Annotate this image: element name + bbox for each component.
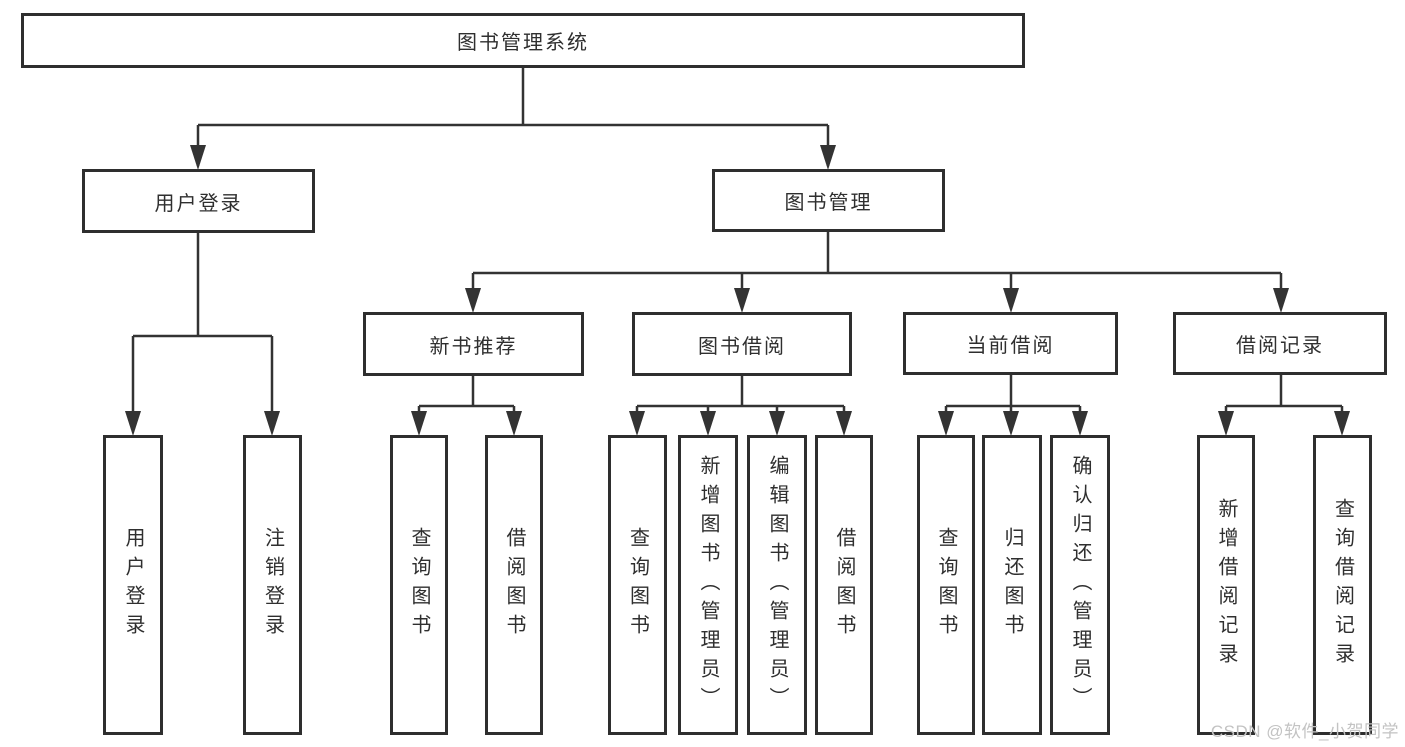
node-book-management-label: 图书管理: [784, 192, 873, 214]
leaf-query-borrow-record: 查询借阅记录: [1313, 435, 1372, 735]
node-book-management: 图书管理: [712, 169, 945, 232]
tree-edges: [131, 68, 1344, 431]
leaf-query-books-2-label: 查询图书: [626, 527, 649, 643]
node-new-book-recommend: 新书推荐: [363, 312, 584, 376]
node-current-borrowing-label: 当前借阅: [966, 335, 1055, 357]
leaf-logout-label: 注销登录: [261, 527, 284, 643]
leaf-add-books-admin: 新增图书（管理员）: [678, 435, 738, 735]
node-book-borrowing: 图书借阅: [632, 312, 852, 376]
node-current-borrowing: 当前借阅: [903, 312, 1118, 375]
leaf-edit-books-admin: 编辑图书（管理员）: [747, 435, 807, 735]
leaf-add-borrow-record: 新增借阅记录: [1197, 435, 1255, 735]
leaf-query-borrow-record-label: 查询借阅记录: [1331, 498, 1354, 672]
leaf-add-borrow-record-label: 新增借阅记录: [1215, 498, 1237, 672]
leaf-return-books: 归还图书: [982, 435, 1042, 735]
leaf-add-books-admin-label: 新增图书（管理员）: [697, 454, 719, 716]
node-borrowing-records-label: 借阅记录: [1236, 335, 1324, 357]
leaf-query-books-1-label: 查询图书: [408, 527, 430, 643]
node-root-label: 图书管理系统: [457, 32, 589, 54]
leaf-user-login-label: 用户登录: [122, 527, 144, 643]
leaf-borrow-books-2: 借阅图书: [815, 435, 873, 735]
leaf-confirm-return-admin-label: 确认归还（管理员）: [1069, 454, 1091, 716]
node-user-login: 用户登录: [82, 169, 315, 233]
node-root: 图书管理系统: [21, 13, 1025, 68]
leaf-borrow-books-2-label: 借阅图书: [833, 527, 855, 643]
leaf-user-login: 用户登录: [103, 435, 163, 735]
leaf-return-books-label: 归还图书: [1001, 527, 1023, 643]
leaf-query-books-1: 查询图书: [390, 435, 448, 735]
leaf-borrow-books-1: 借阅图书: [485, 435, 543, 735]
node-borrowing-records: 借阅记录: [1173, 312, 1387, 375]
csdn-watermark: CSDN @软件_小贺同学: [1210, 722, 1399, 741]
leaf-logout: 注销登录: [243, 435, 302, 735]
leaf-query-books-3-label: 查询图书: [935, 527, 957, 643]
leaf-query-books-3: 查询图书: [917, 435, 975, 735]
leaf-edit-books-admin-label: 编辑图书（管理员）: [766, 454, 788, 716]
node-user-login-label: 用户登录: [154, 192, 243, 215]
leaf-confirm-return-admin: 确认归还（管理员）: [1050, 435, 1110, 735]
leaf-query-books-2: 查询图书: [608, 435, 667, 735]
node-book-borrowing-label: 图书借阅: [698, 335, 786, 358]
leaf-borrow-books-1-label: 借阅图书: [503, 527, 525, 643]
node-new-book-recommend-label: 新书推荐: [429, 335, 518, 358]
